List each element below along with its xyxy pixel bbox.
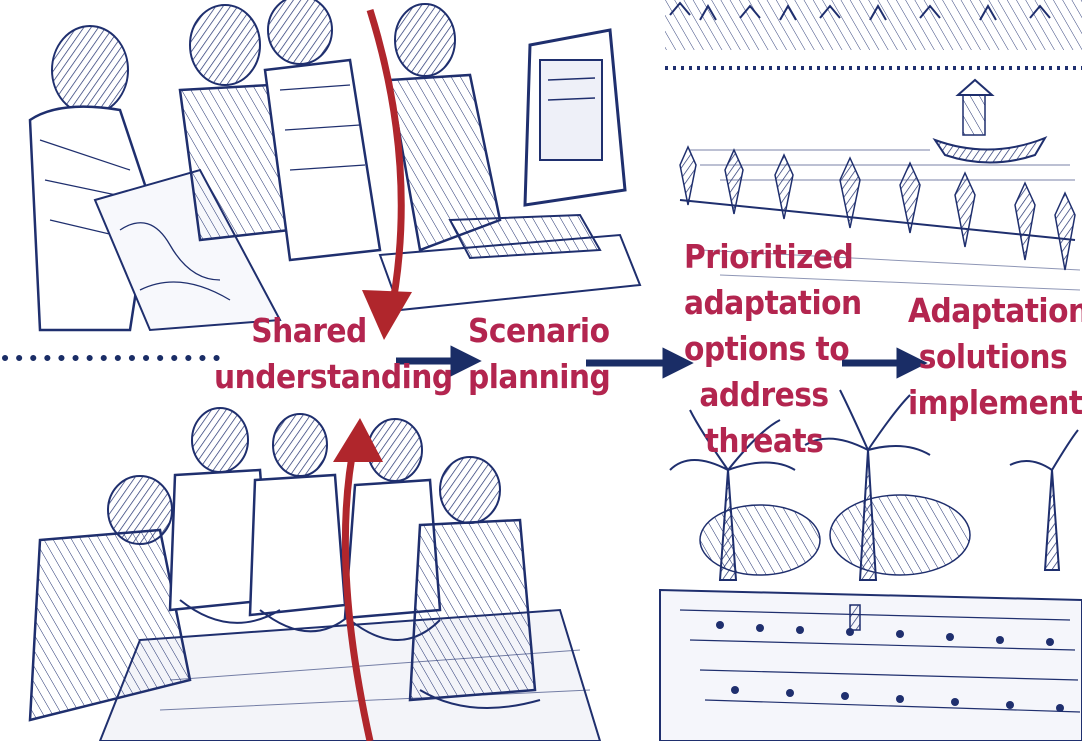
step-line: Adaptation xyxy=(908,291,1082,330)
step-adaptation-implemented: Adaptation solutions implemented xyxy=(908,288,1082,426)
rice-paddy-with-boat-illustration xyxy=(665,0,1082,291)
curved-arrow-down xyxy=(366,8,405,319)
farmers-seated-group-illustration xyxy=(28,407,602,741)
step-prioritized-options: Prioritized adaptation options to addres… xyxy=(684,234,862,464)
curved-arrow-down-head xyxy=(362,290,412,340)
step-line: Scenario xyxy=(468,311,610,350)
palm-trees-and-farm-field-illustration xyxy=(659,389,1082,741)
step-line: solutions xyxy=(918,337,1068,376)
step-line: address xyxy=(699,375,829,414)
step-line: Prioritized xyxy=(684,237,854,276)
step-line: understanding xyxy=(214,357,453,396)
step-line: adaptation xyxy=(684,283,862,322)
step-line: planning xyxy=(468,357,611,396)
step-line: options to xyxy=(684,329,850,368)
curved-arrow-up-head xyxy=(333,418,383,462)
team-with-map-and-computer-illustration xyxy=(28,0,642,332)
step-scenario-planning: Scenario planning xyxy=(468,308,611,400)
curved-arrow-up xyxy=(341,439,374,741)
step-line: threats xyxy=(704,421,824,460)
step-line: implemented xyxy=(908,383,1082,422)
step-shared-understanding: Shared understanding xyxy=(214,308,453,400)
step-line: Shared xyxy=(251,311,367,350)
